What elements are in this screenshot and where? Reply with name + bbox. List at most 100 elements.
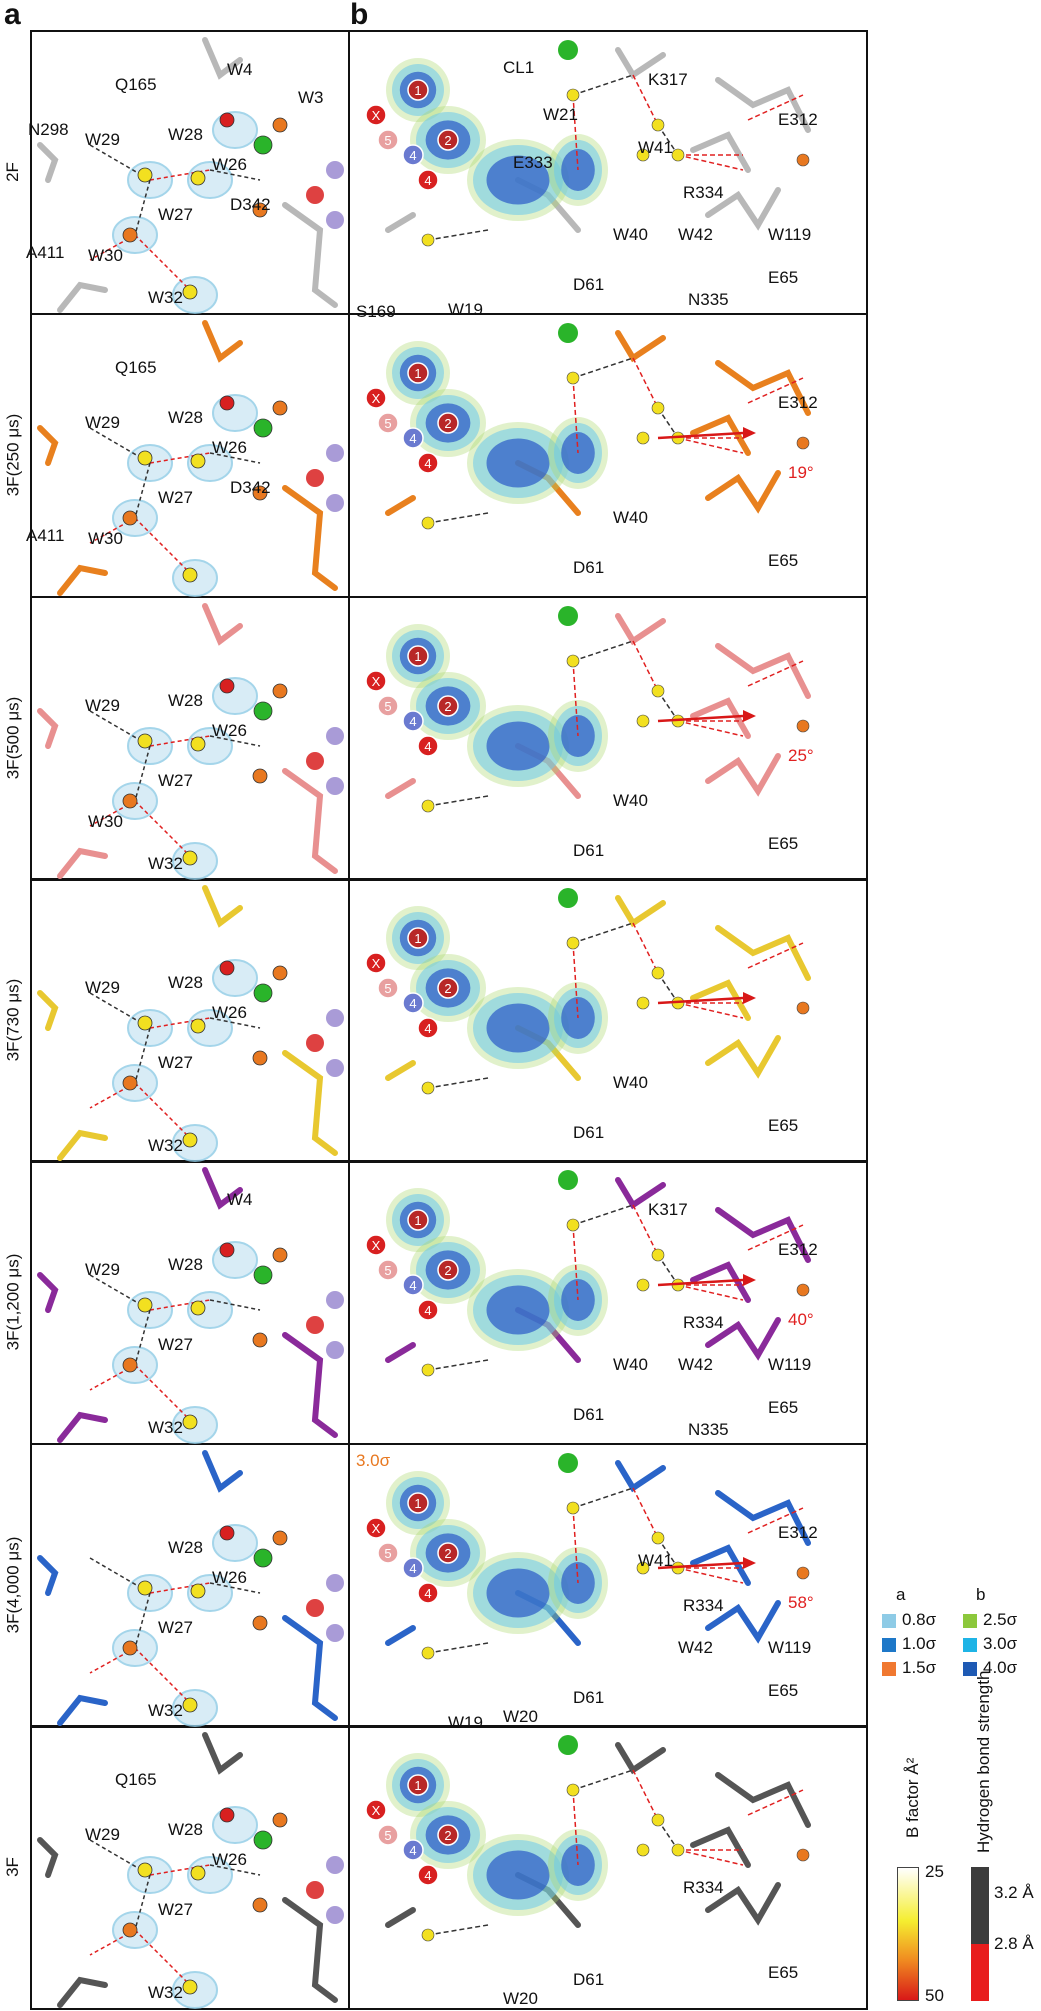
sidechain-d342	[282, 1332, 338, 1438]
hbond-a-3	[134, 1647, 196, 1709]
label-b-r334: R334	[683, 183, 724, 202]
hbond-b-7	[747, 377, 804, 404]
hbond-b-1	[632, 922, 659, 974]
sidechain-e312	[715, 925, 811, 981]
water-b-5	[796, 1001, 810, 1015]
label-a-w27: W27	[158, 488, 193, 507]
ligand-sphere-label-1: 5	[384, 699, 391, 714]
label-b-w19: W19	[448, 1713, 483, 1732]
density-b-core-2	[486, 1285, 550, 1335]
hbond-b-7	[747, 1507, 804, 1534]
label-a-w32: W32	[148, 1701, 183, 1720]
label-a-w32: W32	[148, 854, 183, 873]
motion-arrow	[657, 996, 744, 1005]
angle-label: 58°	[788, 1593, 814, 1612]
hbond-a-4	[209, 1017, 261, 1029]
label-a-w26: W26	[212, 1850, 247, 1869]
label-b-e312: E312	[778, 1523, 818, 1542]
density-a-1	[212, 1806, 258, 1844]
ligand-sphere-label-1: 5	[384, 1263, 391, 1278]
hbond-a-4	[209, 1582, 261, 1594]
ligand-atom-a-0	[306, 1599, 324, 1617]
ligand-atom-a-0	[306, 1881, 324, 1899]
label-b-d61: D61	[573, 275, 605, 294]
ligand-sphere-5	[417, 1582, 439, 1604]
water-b-4	[421, 516, 435, 530]
bfactor-max: 25	[925, 1862, 944, 1881]
water-a-6	[182, 284, 198, 300]
water-b-3	[636, 1561, 650, 1575]
hbond-bar-red	[971, 1944, 989, 2001]
chloride-ion	[558, 606, 578, 626]
hbond-a-3	[134, 800, 196, 862]
ligand-atom-a-2	[326, 494, 344, 512]
ligand-sphere-label-2: 4	[409, 714, 416, 729]
label-a-q165: Q165	[115, 358, 157, 377]
label-a-q165: Q165	[115, 1770, 157, 1789]
water-a-3	[272, 1247, 288, 1263]
hbond-b-0	[572, 922, 634, 944]
label-b-w119: W119	[768, 1638, 812, 1657]
ligand-atom-a-1	[326, 444, 344, 462]
sidechain-q165	[202, 1167, 243, 1210]
hbond-b-3	[657, 124, 679, 156]
water-b-4	[421, 799, 435, 813]
ligand-sphere-5	[417, 1864, 439, 1886]
hbond-a-4	[209, 1299, 261, 1311]
label-b-n335: N335	[688, 290, 729, 309]
sidechain-e312	[715, 77, 811, 133]
density-b-core-2	[486, 721, 550, 771]
water-b-0	[566, 88, 580, 102]
hbond-b-3	[657, 1254, 679, 1286]
sidechain-k317	[615, 1460, 666, 1493]
water-b-0	[566, 1218, 580, 1232]
bfactor-colorbar	[897, 1867, 919, 2001]
density-b-core-2	[486, 438, 550, 488]
water-b-5	[796, 153, 810, 167]
sidechain-s169	[385, 495, 416, 516]
ligand-sphere-4	[437, 412, 459, 434]
ligand-sphere-0	[365, 387, 387, 409]
label-a-w29: W29	[85, 130, 120, 149]
ligand-atom-a-0	[306, 752, 324, 770]
ligand-sphere-2	[402, 992, 424, 1014]
label-b-n335: N335	[688, 1420, 729, 1439]
density-a-1	[212, 959, 258, 997]
label-a-d342: D342	[230, 478, 271, 497]
water-a-1	[219, 1525, 235, 1541]
water-a-6	[182, 567, 198, 583]
motion-arrow	[657, 431, 744, 440]
sidechain-e312	[715, 360, 811, 416]
legend-swatch-a3	[882, 1662, 896, 1676]
sidechain-d342	[282, 202, 338, 308]
water-a-5	[122, 793, 138, 809]
hbond-a-2	[134, 1309, 151, 1366]
label-a-w29: W29	[85, 1825, 120, 1844]
label-a-w26: W26	[212, 721, 247, 740]
motion-arrowhead	[743, 992, 756, 1004]
hbond-a-3	[134, 1082, 196, 1144]
density-a-1	[212, 1241, 258, 1279]
label-b-e65: E65	[768, 1681, 799, 1700]
label-a-w28: W28	[168, 1820, 203, 1839]
water-a-5	[122, 1922, 138, 1938]
ligand-sphere-label-2: 4	[409, 431, 416, 446]
sidechain-e65	[705, 1317, 781, 1361]
ligand-sphere-2	[402, 144, 424, 166]
label-b-d61: D61	[573, 841, 605, 860]
water-a-5	[122, 1357, 138, 1373]
ligand-sphere-label-4: 2	[444, 1546, 451, 1561]
label-b-w42: W42	[678, 225, 713, 244]
water-a-7	[252, 1332, 268, 1348]
sidechain-d342	[282, 1050, 338, 1156]
sidechain-r334	[690, 1826, 751, 1868]
sidechain-k317	[615, 1742, 666, 1775]
ligand-sphere-label-4: 2	[444, 416, 451, 431]
hbond-b-2	[572, 1789, 579, 1866]
ligand-sphere-label-3: 1	[414, 649, 421, 664]
label-b-w20: W20	[503, 1707, 538, 1726]
water-b-5	[796, 719, 810, 733]
label-b-w42: W42	[678, 1355, 713, 1374]
ligand-atom-a-0	[306, 186, 324, 204]
